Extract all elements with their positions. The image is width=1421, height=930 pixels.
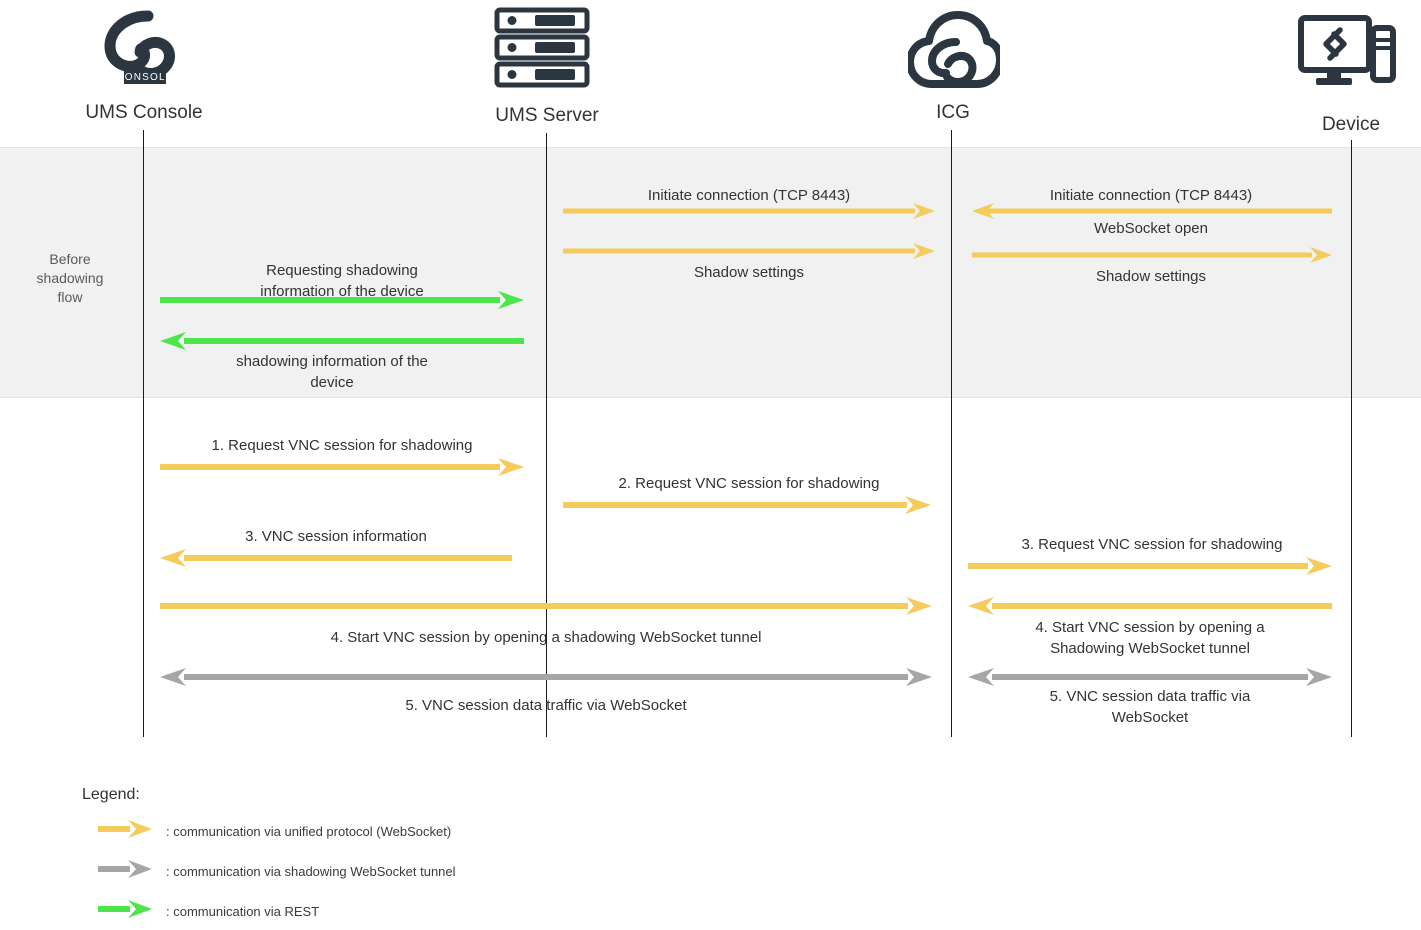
ums-console-logo-icon: CONSOLE <box>98 6 190 94</box>
server-rack-icon <box>492 6 592 90</box>
message-label-m6: Requesting shadowing information of the … <box>160 260 524 302</box>
lifeline-icg <box>951 130 952 737</box>
message-arrow-m9 <box>563 496 931 514</box>
legend-arrow-unified-icon <box>98 820 152 843</box>
message-label-m13-line-2: Shadowing WebSocket tunnel <box>1050 640 1250 657</box>
message-arrow-m3 <box>972 203 1332 219</box>
lifeline-ums-server <box>546 133 547 737</box>
phase-band-before-shadowing <box>0 147 1421 398</box>
legend-text-rest: : communication via REST <box>166 904 320 919</box>
message-label-m7-line-1: shadowing information of the <box>236 353 428 370</box>
legend-item-unified: : communication via unified protocol (We… <box>98 820 451 843</box>
message-label-m1: Initiate connection (TCP 8443) <box>647 187 851 204</box>
message-label-m5: Shadow settings <box>1095 268 1207 285</box>
legend-title: Legend: <box>82 786 140 803</box>
actor-label-ums-console: UMS Console <box>85 102 203 123</box>
message-label-m7-line-2: device <box>310 374 354 391</box>
cloud-gateway-icon <box>908 6 1000 94</box>
message-arrow-m11 <box>968 557 1332 575</box>
message-arrow-m14 <box>160 668 932 686</box>
message-arrow-m8 <box>160 458 524 476</box>
message-label-m15: 5. VNC session data traffic via WebSocke… <box>968 686 1332 728</box>
message-label-m13: 4. Start VNC session by opening a Shadow… <box>968 617 1332 659</box>
legend-text-unified: : communication via unified protocol (We… <box>166 824 452 839</box>
message-arrow-m15 <box>968 668 1332 686</box>
svg-text:CONSOLE: CONSOLE <box>116 72 173 83</box>
message-label-m3: Initiate connection (TCP 8443) <box>1049 187 1253 204</box>
message-label-m6-line-1: Requesting shadowing <box>266 262 418 279</box>
message-arrow-m4 <box>972 247 1332 263</box>
message-arrow-m6 <box>160 291 524 309</box>
message-label-m10: 3. VNC session information <box>245 528 427 545</box>
legend-arrow-tunnel-icon <box>98 860 152 883</box>
lifeline-ums-console <box>143 130 144 737</box>
message-label-m13-line-1: 4. Start VNC session by opening a <box>1035 619 1265 636</box>
legend-text-tunnel: : communication via shadowing WebSocket … <box>166 864 456 879</box>
legend-item-rest: : communication via REST <box>98 900 319 923</box>
message-label-m7: shadowing information of the device <box>150 351 514 393</box>
actor-label-icg: ICG <box>936 102 970 123</box>
message-arrow-m1 <box>563 203 935 219</box>
legend-arrow-rest-icon <box>98 900 152 923</box>
lifeline-device <box>1351 140 1352 737</box>
message-label-m11: 3. Request VNC session for shadowing <box>1021 536 1283 553</box>
message-arrow-m2 <box>563 243 935 259</box>
message-label-m15-line-2: WebSocket <box>1111 709 1189 726</box>
monitor-device-icon <box>1298 14 1396 90</box>
phase-label-before-shadowing: Before shadowing flow <box>10 250 130 307</box>
actor-label-ums-server: UMS Server <box>495 105 599 126</box>
legend-item-tunnel: : communication via shadowing WebSocket … <box>98 860 456 883</box>
message-arrow-m7 <box>160 332 524 350</box>
message-label-m15-line-1: 5. VNC session data traffic via <box>1049 688 1251 705</box>
message-label-m9: 2. Request VNC session for shadowing <box>618 475 880 492</box>
message-label-m4: WebSocket open <box>1094 220 1208 237</box>
message-label-m2: Shadow settings <box>693 264 805 281</box>
phase-label-line-2: shadowing <box>36 270 104 286</box>
phase-label-line-1: Before <box>49 251 91 267</box>
phase-label-line-3: flow <box>57 289 83 305</box>
message-label-m8: 1. Request VNC session for shadowing <box>211 437 473 454</box>
message-label-m14: 5. VNC session data traffic via WebSocke… <box>405 697 687 714</box>
actor-label-device: Device <box>1321 114 1381 135</box>
message-arrow-m13 <box>968 597 1332 615</box>
message-arrow-m12 <box>160 597 932 615</box>
message-label-m12: 4. Start VNC session by opening a shadow… <box>330 629 762 646</box>
message-arrow-m10 <box>160 549 512 567</box>
message-label-m6-line-2: information of the device <box>260 283 424 300</box>
